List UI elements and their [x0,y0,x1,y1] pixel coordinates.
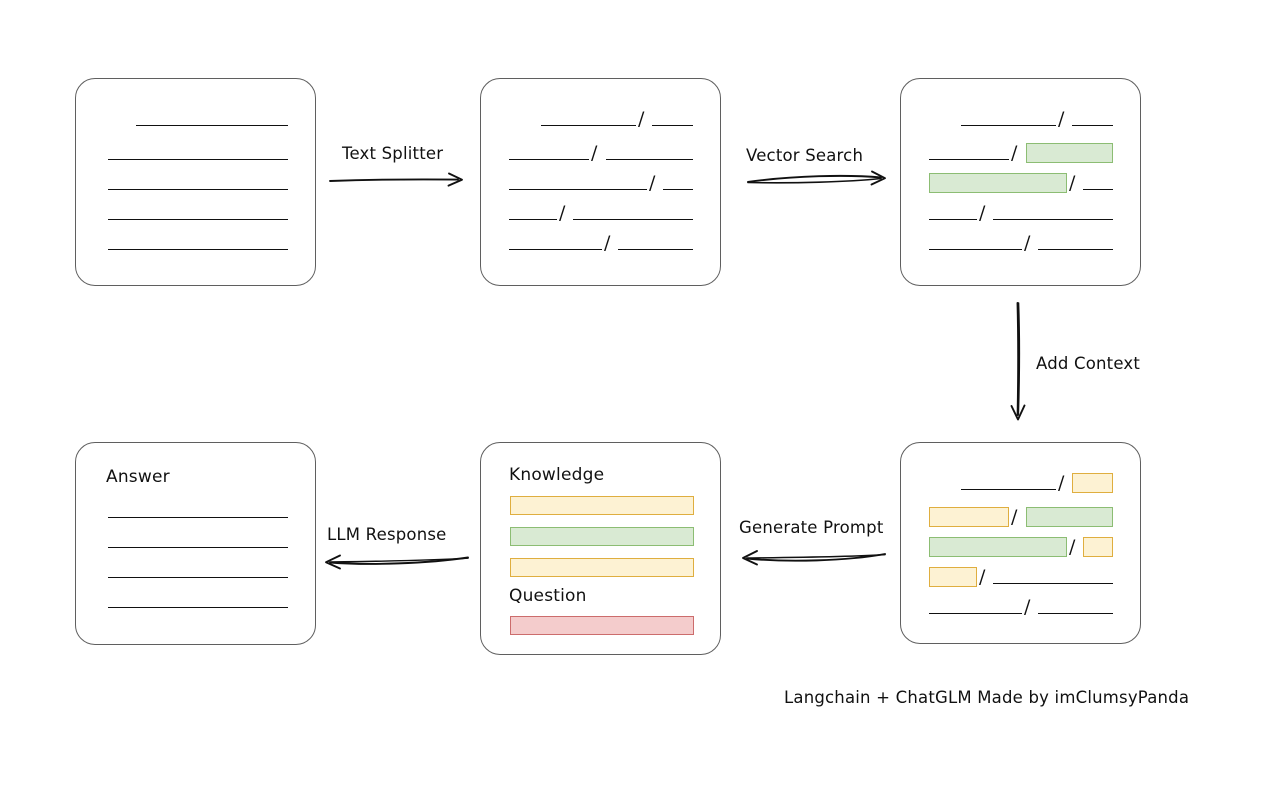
text-line-segment [509,249,602,250]
highlight-chunk-green [929,537,1067,557]
arrow-llm-response [318,549,470,573]
text-line-segment [652,125,693,126]
arrow-generate-prompt [737,543,889,567]
knowledge-label: Knowledge [509,465,605,485]
text-line-segment [541,125,636,126]
text-line-segment [136,125,288,126]
text-line-segment [108,249,288,250]
text-line-segment [108,159,288,160]
text-line-segment [618,249,693,250]
arrow-text-splitter [329,168,470,190]
text-line-segment [509,219,557,220]
text-line-segment [993,583,1113,584]
highlight-chunk-yellow [929,507,1009,527]
question-bar [510,616,694,635]
highlight-chunk-yellow [929,567,977,587]
text-line-segment [509,159,589,160]
highlight-chunk-yellow [1072,473,1113,493]
text-line-segment [606,159,693,160]
arrow-add-context [1008,302,1038,425]
document-box-matched: / / / / / [900,78,1141,286]
knowledge-bar [510,496,694,515]
footer-credit: Langchain + ChatGLM Made by imClumsyPand… [784,688,1190,707]
chunk-separator: / [559,202,566,224]
chunk-separator: / [604,232,611,254]
text-line-segment [1038,613,1113,614]
text-line-segment [929,159,1009,160]
text-line-segment [929,219,977,220]
text-line-segment [108,577,288,578]
text-line-segment [108,517,288,518]
highlight-chunk-green [1026,143,1113,163]
text-line-segment [663,189,693,190]
chunk-separator: / [1011,142,1018,164]
text-line-segment [1038,249,1113,250]
text-line-segment [1083,189,1113,190]
text-line-segment [929,613,1022,614]
chunk-separator: / [979,202,986,224]
arrow-label-generate-prompt: Generate Prompt [739,518,884,537]
text-line-segment [929,249,1022,250]
arrow-label-add-context: Add Context [1036,354,1141,373]
chunk-separator: / [979,566,986,588]
highlight-chunk-yellow [1083,537,1113,557]
text-line-segment [509,189,647,190]
knowledge-bar [510,527,694,546]
document-box-chunks: / / / / / [480,78,721,286]
arrow-vector-search [747,166,893,192]
arrow-label-vector-search: Vector Search [746,146,864,165]
chunk-separator: / [649,172,656,194]
arrow-label-text-splitter: Text Splitter [342,144,444,163]
chunk-separator: / [1058,108,1065,130]
knowledge-bar [510,558,694,577]
text-line-segment [961,489,1056,490]
document-box-source [75,78,316,286]
question-label: Question [509,586,587,606]
chunk-separator: / [1058,472,1065,494]
prompt-box: Knowledge Question [480,442,721,655]
chunk-separator: / [1069,172,1076,194]
text-line-segment [108,189,288,190]
highlight-chunk-green [1026,507,1113,527]
document-box-context: / / / / / [900,442,1141,644]
text-line-segment [1072,125,1113,126]
text-line-segment [573,219,693,220]
chunk-separator: / [638,108,645,130]
answer-label: Answer [106,467,170,487]
chunk-separator: / [591,142,598,164]
chunk-separator: / [1024,596,1031,618]
chunk-separator: / [1024,232,1031,254]
chunk-separator: / [1011,506,1018,528]
text-line-segment [108,219,288,220]
text-line-segment [108,607,288,608]
text-line-segment [108,547,288,548]
answer-box: Answer [75,442,316,645]
chunk-separator: / [1069,536,1076,558]
highlight-chunk-green [929,173,1067,193]
text-line-segment [961,125,1056,126]
text-line-segment [993,219,1113,220]
arrow-label-llm-response: LLM Response [327,525,447,544]
